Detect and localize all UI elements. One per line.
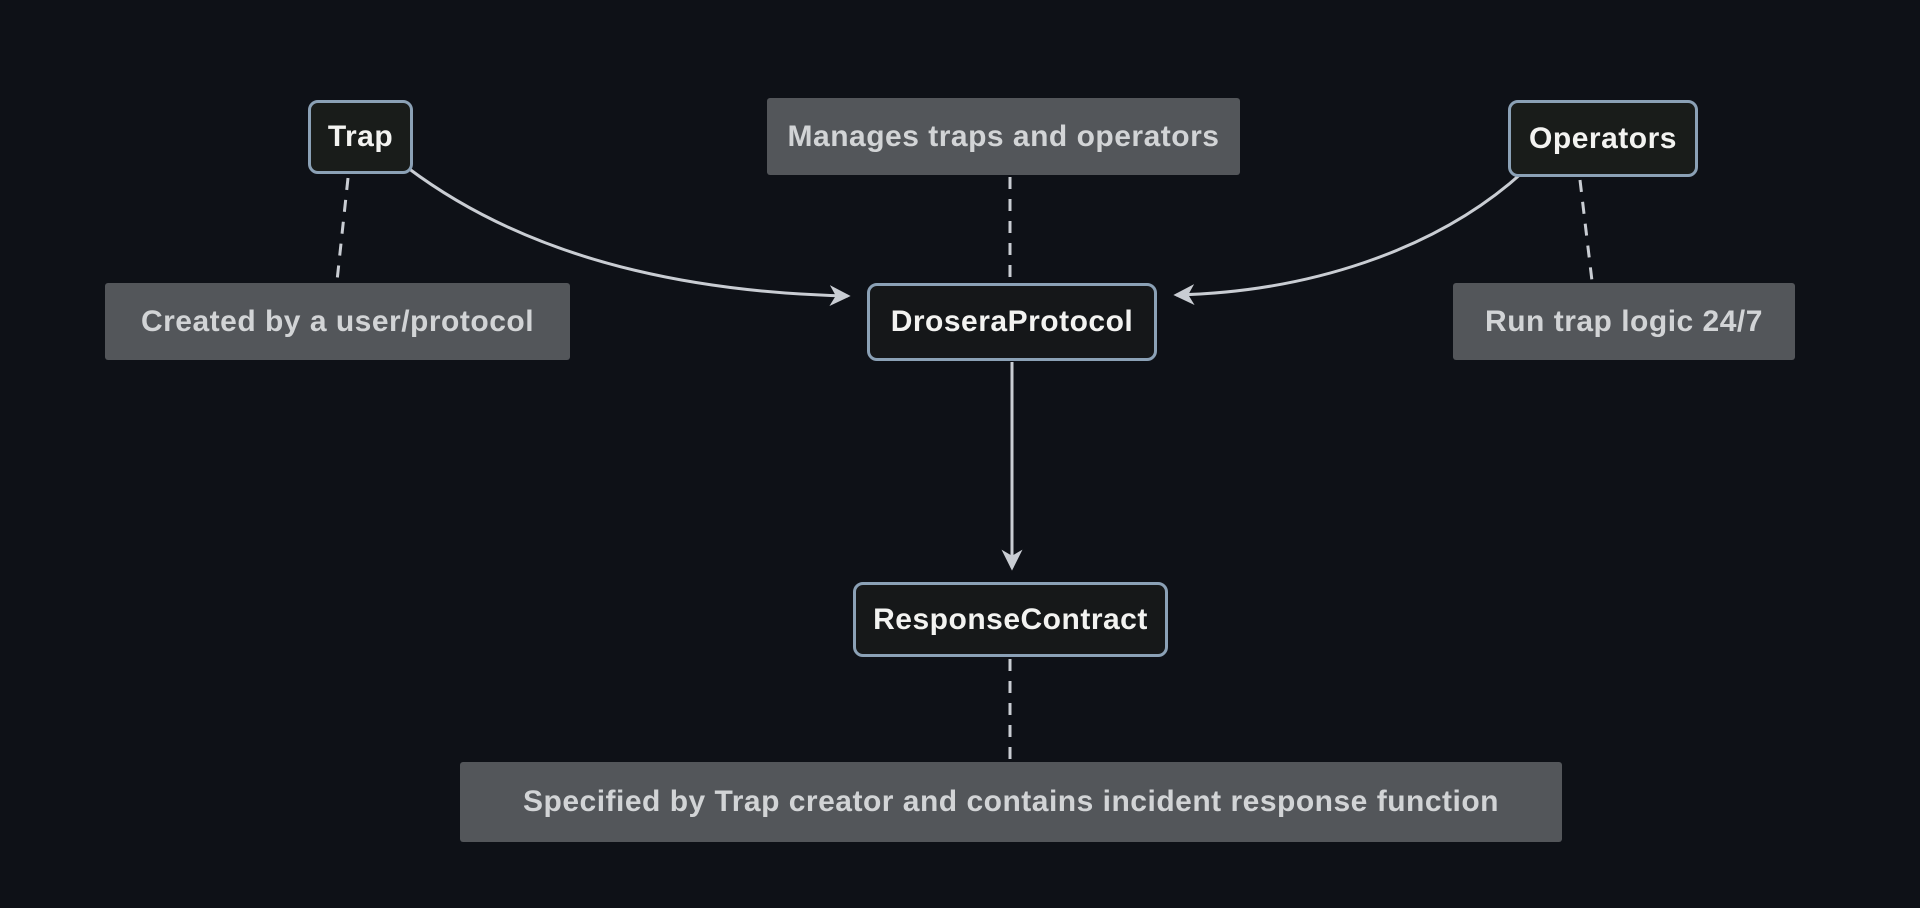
note-run-text: Run trap logic 24/7 — [1485, 304, 1763, 338]
note-run-trap-logic: Run trap logic 24/7 — [1453, 283, 1795, 360]
node-response-contract-label: ResponseContract — [873, 602, 1148, 636]
node-operators-label: Operators — [1529, 121, 1677, 155]
node-trap: Trap — [308, 100, 413, 174]
edge-operators-to-run-note — [1578, 179, 1594, 282]
edge-trap-to-created-note — [335, 177, 350, 282]
note-specified-by-trap-creator: Specified by Trap creator and contains i… — [460, 762, 1562, 842]
node-response-contract: ResponseContract — [853, 582, 1168, 657]
note-created-by-user-protocol: Created by a user/protocol — [105, 283, 570, 360]
node-trap-label: Trap — [327, 120, 394, 153]
note-manages-text: Manages traps and operators — [787, 119, 1220, 153]
node-drosera-protocol-label: DroseraProtocol — [890, 305, 1134, 338]
note-created-text: Created by a user/protocol — [140, 304, 535, 338]
edge-operators-to-droseraprotocol — [1173, 170, 1525, 306]
node-operators: Operators — [1508, 100, 1698, 177]
note-specified-text: Specified by Trap creator and contains i… — [522, 785, 1500, 818]
node-drosera-protocol: DroseraProtocol — [867, 283, 1157, 361]
edge-trap-to-droseraprotocol — [407, 166, 851, 307]
note-manages-traps-and-operators: Manages traps and operators — [767, 98, 1240, 175]
